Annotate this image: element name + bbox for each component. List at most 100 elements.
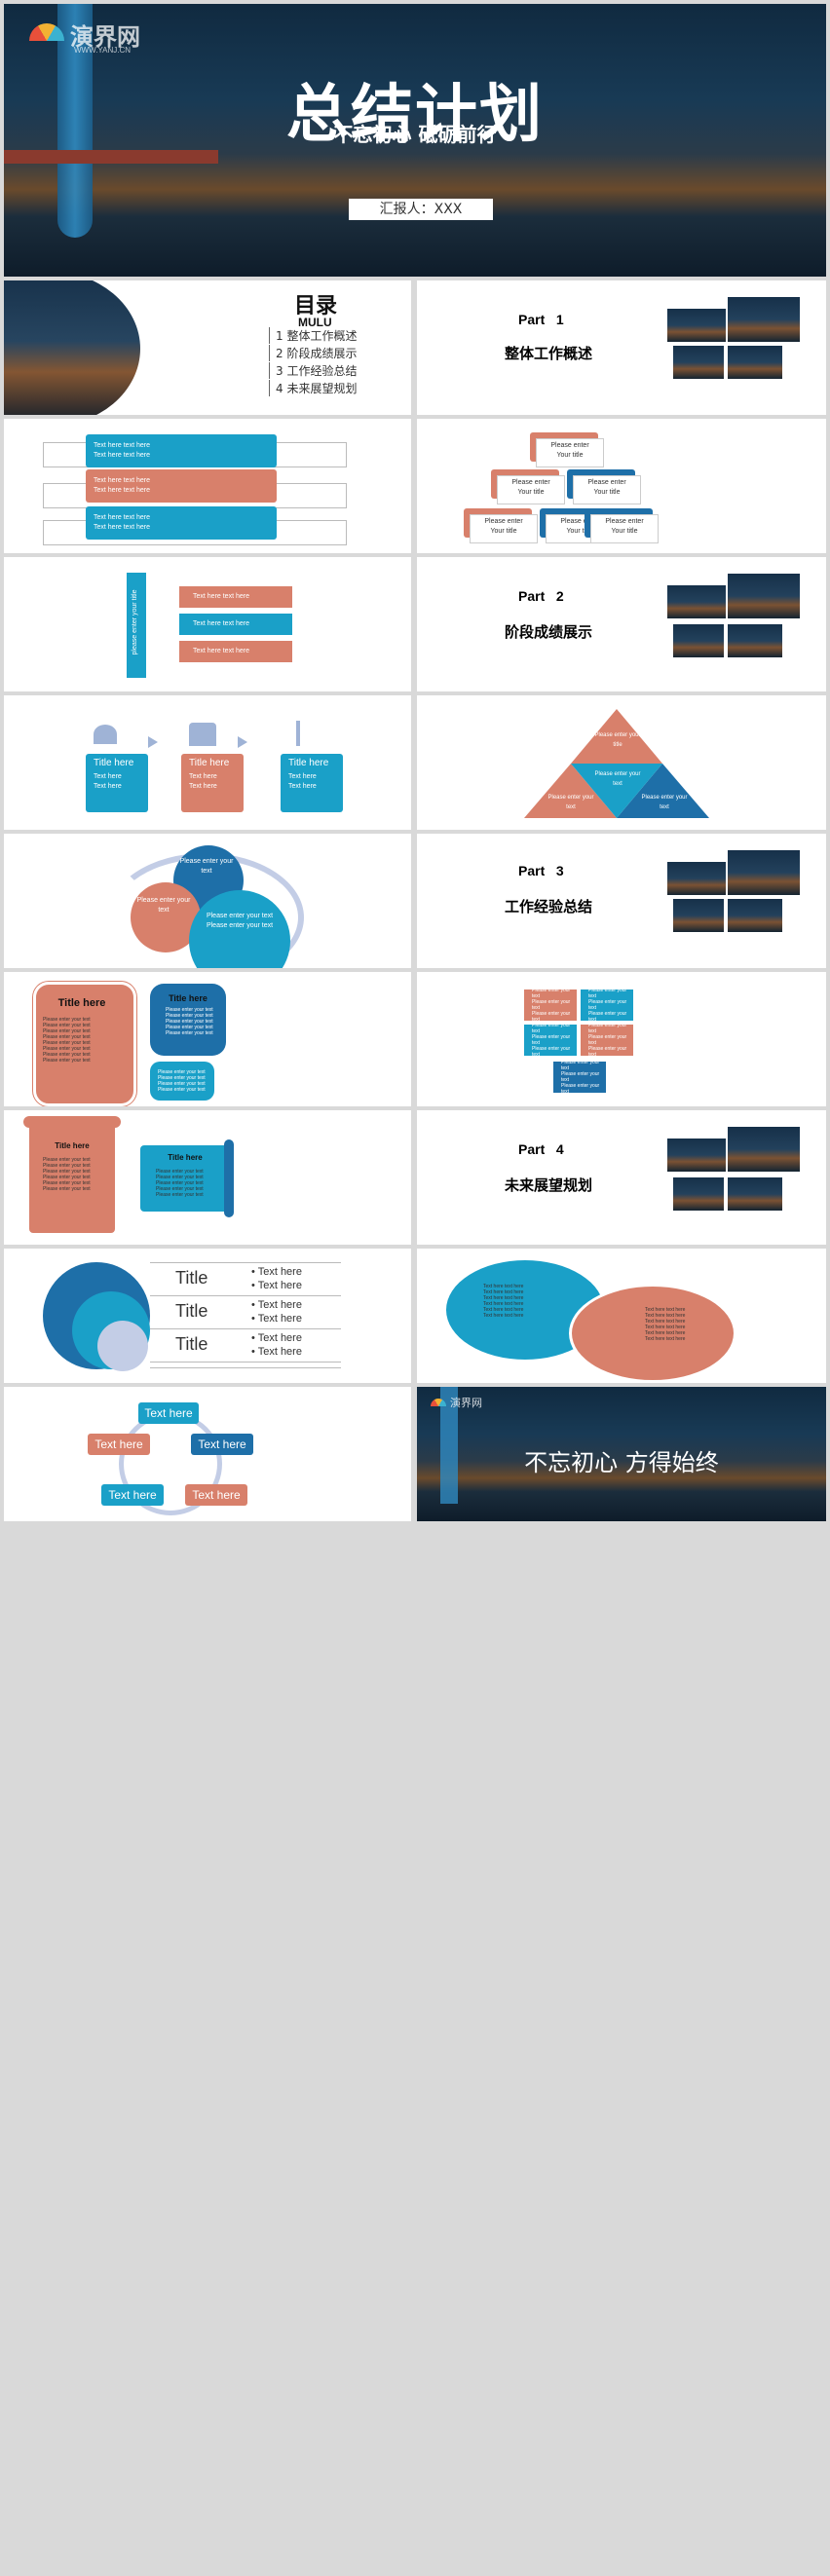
part4-photo [666,1138,727,1173]
scroll-a [29,1122,115,1233]
vertical-item-3: Text here text here [179,641,292,662]
card-c [150,1062,214,1101]
vertical-slide: please enter your title Text here text h… [4,557,411,691]
cover-title: 总结计划 [286,79,544,151]
arc-inner [97,1321,148,1371]
cycle-node-1: Text here [138,1402,199,1424]
cover-slide: 演界网 WWW.YANJ.CN 总结计划 不忘初心 砥砺前行 汇报人：XXX [4,4,826,277]
toc-item-2[interactable]: 2 阶段成绩展示 [269,345,357,361]
arc-row-2-title: Title [175,1301,208,1321]
vertical-side-bar [127,573,146,678]
oval-orange [569,1284,736,1383]
gear-text-2: Please enter your text [136,897,191,914]
vertical-side-text: please enter your title [132,589,138,655]
triangle-right-text: Please enter your text [641,795,688,810]
arc-row-3-item: • Text here [251,1332,302,1344]
triangle-top-text: Please enter your title [594,732,641,748]
logo-icon [29,23,64,41]
toc-item-3[interactable]: 3 工作经验总结 [269,362,357,379]
toc-item-1[interactable]: 1 整体工作概述 [269,327,357,344]
ending-city-photo [417,1387,826,1521]
triangle-diagram [524,709,709,818]
part2-slide: Part 2 阶段成绩展示 [417,557,826,691]
toc-item-4[interactable]: 4 未来展望规划 [269,380,357,396]
toc-photo [4,280,140,415]
cycle-node-4: Text here [101,1484,164,1506]
toc-sub: MULU [298,316,332,329]
arc-row-1-title: Title [175,1268,208,1288]
vertical-item-2: Text here text here [179,614,292,635]
part3-label: Part 3 [518,863,564,878]
arc-divider [150,1362,341,1363]
arc-divider [150,1328,341,1329]
part4-slide: Part 4 未来展望规划 [417,1110,826,1245]
arc-row-3-item: • Text here [251,1346,302,1358]
ending-title: 不忘初心 方得始终 [524,1449,719,1476]
arcs-slide: Title • Text here • Text here Title • Te… [4,1249,411,1383]
arrow-icon [238,736,247,748]
toc-title: 目录 [294,294,338,318]
scroll-a-roll [23,1116,121,1128]
reporter-box: 汇报人：XXX [349,199,493,220]
part2-label: Part 2 [518,588,564,604]
scroll-b-roll [224,1139,234,1217]
arrow-icon [148,736,158,748]
cycle-node-5: Text here [185,1484,247,1506]
part4-title: 未来展望规划 [505,1176,593,1194]
ending-bridge [440,1387,458,1504]
cover-city-photo [4,4,826,277]
triangle-left-text: Please enter your text [547,795,594,810]
part3-photo [727,849,801,896]
flag-icon [296,721,300,746]
ending-logo-icon [431,1399,446,1406]
part3-title: 工作经验总结 [505,898,593,915]
arc-divider [150,1295,341,1296]
ending-slide: 演界网 不忘初心 方得始终 [417,1387,826,1521]
arc-divider [150,1367,341,1368]
cycle-node-2: Text here [88,1434,150,1455]
part1-title: 整体工作概述 [505,345,593,362]
part4-photo [727,1176,783,1212]
part3-slide: Part 3 工作经验总结 [417,834,826,968]
part3-photo [672,898,725,933]
part3-photo [727,898,783,933]
gear-icon [189,890,290,968]
toc-slide: 目录 MULU 1 整体工作概述 2 阶段成绩展示 3 工作经验总结 4 未来展… [4,280,411,415]
card-a-title: Title here [57,997,106,1009]
logo-text: 演界网 [70,23,140,51]
runner-icon [94,725,117,744]
arc-row-3-title: Title [175,1334,208,1354]
part4-label: Part 4 [518,1141,564,1157]
part2-photo [666,584,727,619]
arc-row-1-item: • Text here [251,1266,302,1278]
cycle-slide: Text here Text here Text here Text here … [4,1387,411,1521]
hand-icon [189,723,216,746]
logo-sub: WWW.YANJ.CN [74,46,132,55]
part1-photo [672,345,725,380]
gear-text-1: Please enter your text [179,858,234,875]
part1-photo [666,308,727,343]
part2-photo [672,623,725,658]
part2-title: 阶段成绩展示 [505,623,593,641]
part1-photo [727,345,783,380]
arc-row-2-item: • Text here [251,1313,302,1325]
